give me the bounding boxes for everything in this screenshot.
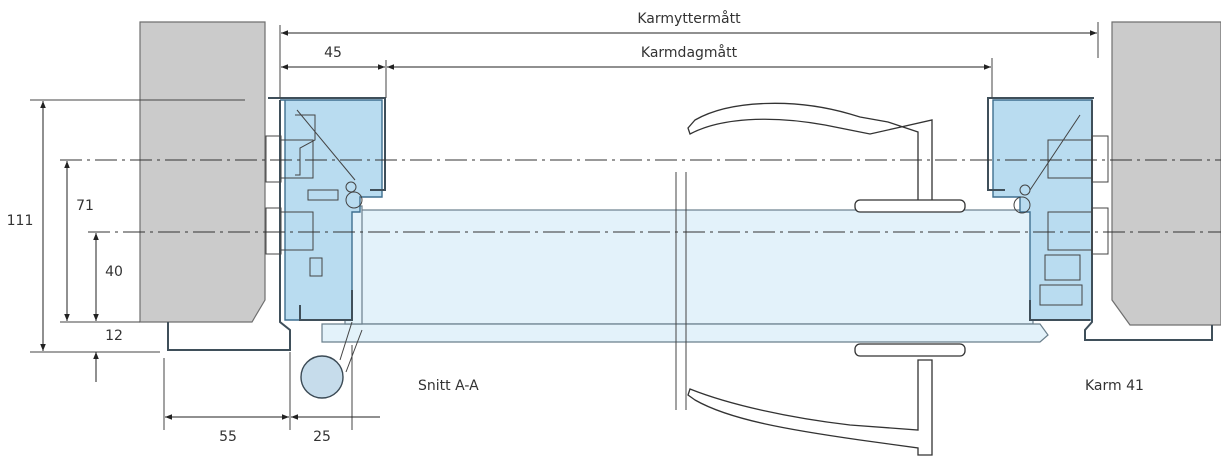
left-bolt-lower — [265, 207, 314, 255]
label-karmyttermatt: Karmyttermått — [637, 10, 741, 27]
label-25: 25 — [313, 429, 331, 445]
label-karmdagmatt: Karmdagmått — [641, 44, 738, 61]
right-frame-profile — [987, 97, 1213, 341]
label-40: 40 — [105, 264, 123, 280]
hinge — [300, 321, 363, 399]
label-12: 12 — [105, 328, 123, 344]
right-bolt-lower — [1047, 207, 1109, 255]
right-wall — [1111, 21, 1221, 326]
right-bolt-upper — [1047, 135, 1109, 183]
label-71: 71 — [76, 198, 94, 214]
caption-frame-type: Karm 41 — [1085, 378, 1144, 394]
dimension-45 — [281, 60, 387, 98]
label-45: 45 — [324, 45, 342, 61]
left-frame-profile — [167, 97, 386, 351]
dimension-karmdagmatt — [387, 58, 993, 98]
left-wall — [139, 21, 266, 323]
label-55: 55 — [219, 429, 237, 445]
caption-section: Snitt A-A — [418, 378, 479, 394]
label-111: 111 — [7, 213, 34, 229]
dimension-karmyttermatt — [279, 22, 1099, 98]
door-blade — [321, 205, 1049, 343]
left-bolt-upper — [265, 135, 314, 183]
lever-handle — [675, 102, 966, 456]
